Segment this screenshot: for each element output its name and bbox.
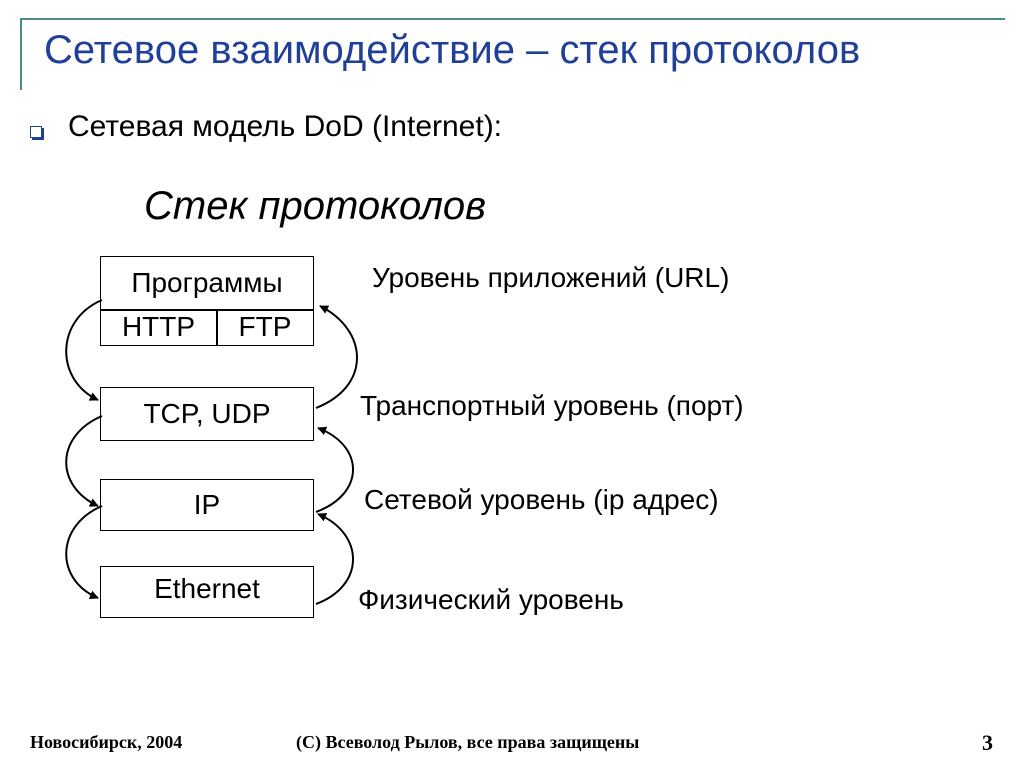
- title-rule-horizontal: [20, 18, 1005, 20]
- footer-copyright: (C) Всеволод Рылов, все права защищены: [296, 732, 640, 752]
- arrow-down-transport-to-network: [65, 415, 103, 507]
- application-box-divider: [101, 309, 313, 311]
- bullet-square-icon: [30, 126, 42, 138]
- arrow-up-physical-to-network: [315, 513, 354, 605]
- programs-cell: Программы: [131, 267, 283, 298]
- application-box-split: [216, 309, 218, 346]
- title-rule-vertical: [20, 18, 22, 90]
- page-number: 3: [982, 730, 993, 755]
- arrow-down-app-to-transport: [65, 299, 103, 401]
- transport-layer-box: TCP, UDP: [100, 387, 314, 441]
- network-layer-label: Сетевой уровень (ip адрес): [364, 484, 719, 515]
- footer-location: Новосибирск, 2004: [30, 732, 183, 752]
- application-layer-label: Уровень приложений (URL): [372, 262, 730, 293]
- arrow-up-network-to-transport: [315, 426, 354, 513]
- arrow-up-transport-to-app: [315, 305, 358, 409]
- bullet-text: Сетевая модель DoD (Internet):: [68, 110, 503, 143]
- http-cell: HTTP: [121, 311, 196, 342]
- application-layer-box: Программы HTTP FTP: [100, 256, 314, 346]
- ftp-cell: FTP: [238, 311, 292, 342]
- physical-layer-box: Ethernet: [100, 566, 314, 618]
- arrow-down-network-to-physical: [65, 505, 103, 600]
- physical-layer-label: Физический уровень: [358, 584, 624, 615]
- transport-layer-label: Транспортный уровень (порт): [360, 390, 744, 421]
- network-layer-box: IP: [100, 479, 314, 531]
- stack-heading: Стек протоколов: [144, 184, 487, 228]
- slide-title: Сетевое взаимодействие – стек протоколов: [44, 28, 861, 72]
